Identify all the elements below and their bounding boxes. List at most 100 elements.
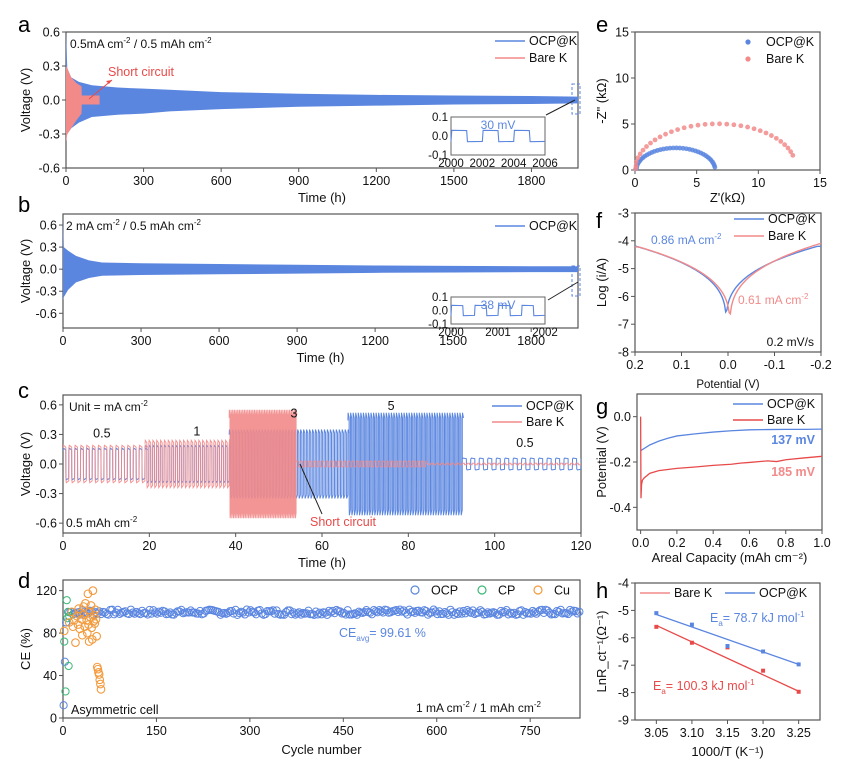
inset-arrow bbox=[547, 281, 579, 301]
bare-point bbox=[663, 131, 668, 137]
x-tick-label: 40 bbox=[229, 539, 243, 553]
cu-point bbox=[87, 635, 97, 644]
inset-x-tick-label: 2002 bbox=[470, 158, 496, 170]
inset-trace bbox=[450, 129, 546, 143]
fit-ocp bbox=[656, 613, 799, 665]
ocp-point bbox=[459, 606, 468, 616]
legend-marker bbox=[745, 39, 751, 45]
ocp-point bbox=[143, 610, 152, 619]
bare-point bbox=[738, 123, 744, 129]
legend-label: OCP@K bbox=[767, 397, 816, 411]
cu-point bbox=[92, 631, 101, 641]
y-tick-label: 0.3 bbox=[43, 60, 60, 74]
y-tick-label: -0.3 bbox=[35, 285, 57, 299]
y-tick-label: -3 bbox=[618, 207, 629, 221]
plot-frame bbox=[634, 31, 821, 171]
bare-point bbox=[689, 640, 694, 645]
y-tick-label: -9 bbox=[618, 714, 629, 728]
legend-label: OCP@K bbox=[759, 586, 808, 600]
ocp-point bbox=[530, 608, 539, 617]
y-axis-label: CE (%) bbox=[18, 628, 33, 670]
legend-label: Bare K bbox=[526, 415, 565, 429]
legend-ocp: OCP@K bbox=[492, 399, 575, 413]
x-axis-label: Areal Capacity (mAh cm⁻²) bbox=[652, 550, 808, 565]
inset-annotation: 38 mV bbox=[481, 298, 516, 312]
legend-label: Bare K bbox=[674, 586, 713, 600]
inset-x-tick-label: 2001 bbox=[485, 327, 511, 339]
y-tick-label: -6 bbox=[618, 631, 629, 645]
cu-point bbox=[89, 610, 99, 620]
ocp-point bbox=[373, 608, 382, 617]
legend-label: Bare K bbox=[766, 52, 805, 66]
ocp-point bbox=[438, 609, 448, 618]
ocp-point bbox=[62, 618, 71, 627]
rate-label: 0.5 bbox=[516, 436, 533, 450]
y-tick-label: 0.3 bbox=[40, 428, 57, 442]
y-tick-label: -5 bbox=[618, 262, 629, 276]
ocp-point bbox=[302, 609, 311, 618]
x-tick-label: 150 bbox=[146, 724, 167, 738]
ocp-point bbox=[227, 606, 236, 616]
series-segment bbox=[425, 462, 581, 466]
inset-y-tick-label: -0.1 bbox=[428, 150, 448, 162]
x-axis-label: Time (h) bbox=[298, 190, 346, 205]
legend-ocp: OCP@K bbox=[495, 219, 578, 233]
x-tick-label: 3.05 bbox=[644, 726, 668, 740]
bare-point bbox=[695, 122, 701, 128]
y-tick-label: 120 bbox=[36, 584, 57, 598]
inset-y-tick-label: 0.1 bbox=[432, 112, 448, 124]
ocp-point bbox=[315, 608, 324, 617]
ocp-point bbox=[128, 608, 137, 617]
x-tick-label: 1500 bbox=[439, 334, 467, 348]
series-segment bbox=[461, 457, 581, 471]
bare-point bbox=[635, 155, 641, 161]
ocp-point bbox=[244, 608, 253, 617]
legend-label: OCP@K bbox=[529, 34, 578, 48]
cp-point bbox=[64, 661, 73, 671]
y-tick-label: -0.3 bbox=[38, 128, 60, 142]
series-segment bbox=[228, 409, 298, 519]
inset-y-tick-label: 0.0 bbox=[432, 306, 448, 318]
x-axis-label: Cycle number bbox=[281, 742, 362, 757]
x-tick-label: 1200 bbox=[361, 334, 389, 348]
condition-label: 1 mA cm-2 / 1 mAh cm-2 bbox=[416, 700, 541, 715]
ocp-point bbox=[496, 606, 505, 616]
series-segment bbox=[63, 444, 149, 484]
ocp-point bbox=[326, 608, 335, 617]
panel-label: a bbox=[18, 12, 31, 37]
legend-ocp: OCP@K bbox=[734, 212, 817, 226]
ocp-point bbox=[451, 608, 461, 617]
inset-x-tick-label: 2000 bbox=[438, 158, 464, 170]
x-tick-label: 0.2 bbox=[626, 358, 643, 372]
y-axis-label: Log (i/A) bbox=[594, 258, 609, 307]
ocp-point bbox=[235, 608, 244, 618]
ocp-point bbox=[481, 609, 491, 619]
x-tick-label: 20 bbox=[142, 539, 156, 553]
ocp-point bbox=[506, 608, 515, 617]
ocp-point bbox=[670, 145, 676, 151]
x-tick-label: 600 bbox=[426, 724, 447, 738]
overpotential-bare: 185 mV bbox=[771, 465, 815, 479]
fit-bare bbox=[656, 624, 799, 692]
legend-marker bbox=[745, 56, 751, 62]
bare-point bbox=[796, 689, 801, 694]
x-tick-label: 0.4 bbox=[704, 536, 721, 550]
x-tick-label: 300 bbox=[133, 174, 154, 188]
x-axis-label: Time (h) bbox=[298, 555, 346, 570]
bare-point bbox=[640, 147, 646, 153]
cp-point bbox=[61, 687, 70, 696]
bare-point bbox=[688, 123, 694, 129]
y-axis-label: Voltage (V) bbox=[18, 68, 33, 132]
y-tick-label: 0.6 bbox=[40, 398, 57, 412]
x-tick-label: 0 bbox=[63, 174, 70, 188]
y-tick-label: 0.0 bbox=[614, 410, 631, 424]
x-tick-label: -0.1 bbox=[764, 358, 786, 372]
bare-point bbox=[717, 121, 722, 127]
inset-x-tick-label: 2006 bbox=[532, 158, 558, 170]
series-segment bbox=[63, 447, 149, 481]
y-tick-label: 5 bbox=[622, 118, 629, 132]
panel-label: d bbox=[18, 568, 30, 593]
exchange-current-ocp: 0.86 mA cm-2 bbox=[651, 232, 722, 247]
